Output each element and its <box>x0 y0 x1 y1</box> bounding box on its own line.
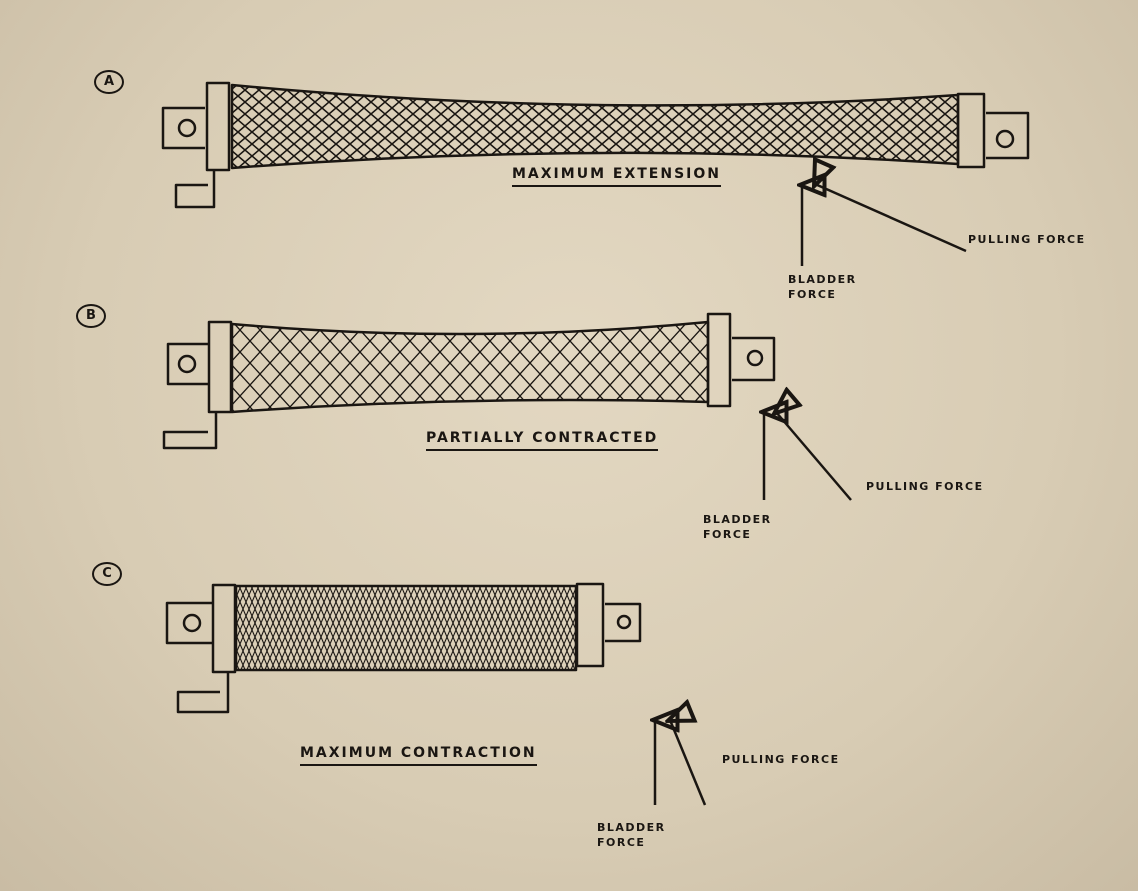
panel-c-caption: Maximum Contraction <box>300 745 537 766</box>
panel-b-caption: Partially Contracted <box>426 430 659 451</box>
panel-c-pulling-force-label: Pulling Force <box>722 753 840 766</box>
bladder-label-line1: Bladder <box>788 273 857 286</box>
panel-a-badge: A <box>94 70 124 94</box>
panel-a-bladder-force-label: Bladder Force <box>788 272 857 302</box>
panel-c-drawing <box>165 582 707 806</box>
panel-a-caption: Maximum Extension <box>512 166 721 187</box>
bladder-label-line1: Bladder <box>703 513 772 526</box>
panel-b-bladder-force-label: Bladder Force <box>703 512 772 542</box>
panel-c-badge: C <box>92 562 122 586</box>
panel-b-drawing <box>162 312 852 501</box>
panel-c-bladder-force-label: Bladder Force <box>597 820 666 850</box>
bladder-label-line2: Force <box>703 528 752 541</box>
panel-a-drawing <box>161 81 1030 266</box>
bladder-label-line2: Force <box>788 288 837 301</box>
bladder-label-line2: Force <box>597 836 646 849</box>
panel-b-pulling-force-label: Pulling Force <box>866 480 984 493</box>
bladder-label-line1: Bladder <box>597 821 666 834</box>
panel-a-pulling-force-label: Pulling Force <box>968 233 1086 246</box>
panel-b-badge: B <box>76 304 106 328</box>
